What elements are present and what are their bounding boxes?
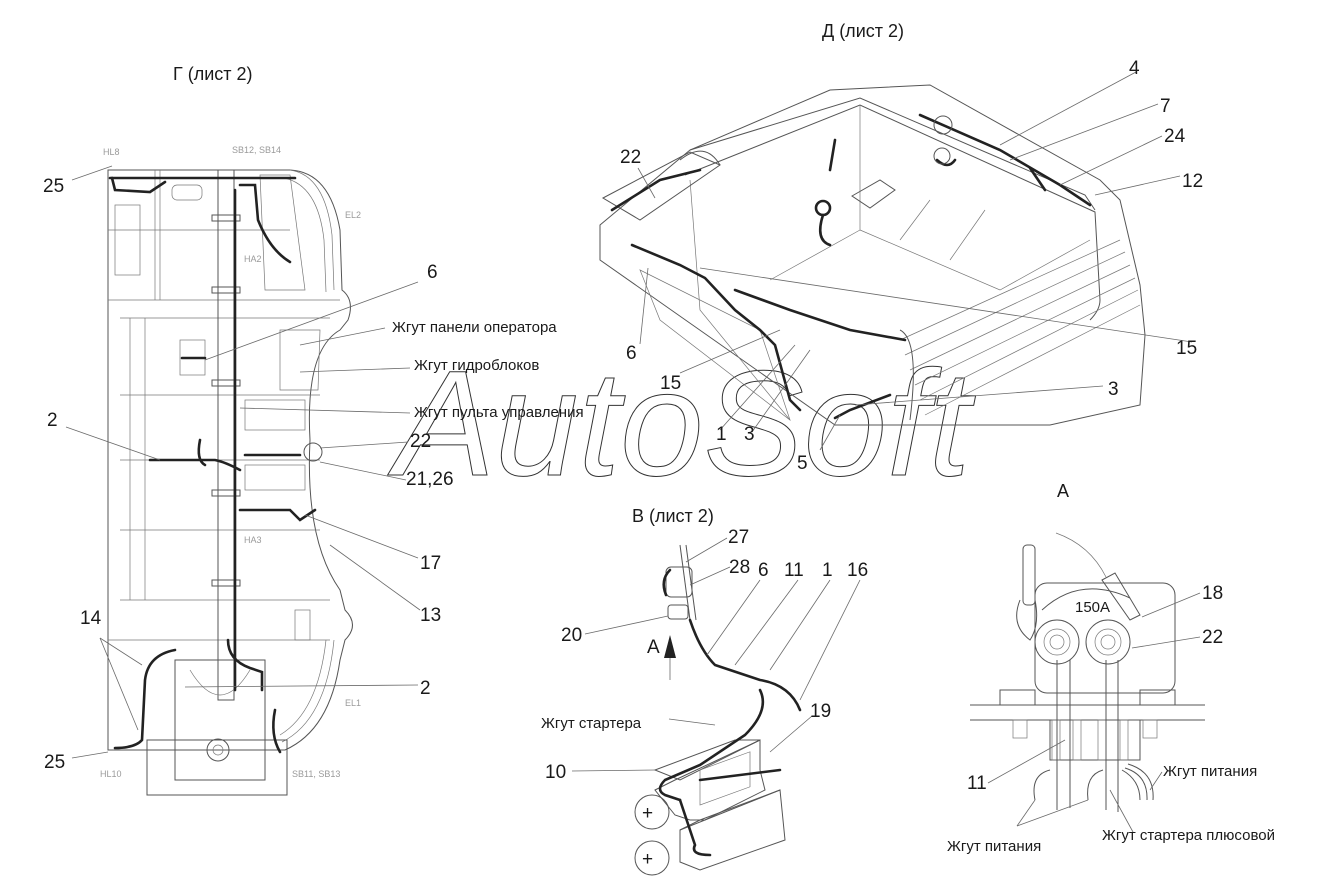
harness-label-hydro-blocks: Жгут гидроблоков — [414, 357, 539, 374]
callout-22: 22 — [410, 431, 431, 452]
harness-label-starter-plus: Жгут стартера плюсовой — [1102, 827, 1275, 844]
harness-label-power-right: Жгут питания — [1163, 763, 1257, 780]
callout-12: 12 — [1182, 171, 1203, 192]
small-label-sb12-sb14: SB12, SB14 — [232, 145, 281, 155]
view-v: В (лист 2) А — [541, 506, 868, 876]
fuse-rating: 150А — [1075, 599, 1110, 616]
view-g: Г (лист 2) — [43, 64, 584, 796]
harness-wires-d — [610, 113, 1092, 420]
callout-10: 10 — [545, 762, 566, 783]
callout-18: 18 — [1202, 583, 1223, 604]
view-a: А — [947, 481, 1275, 855]
callout-24: 24 — [1164, 126, 1186, 147]
leader-lines-d — [637, 71, 1193, 451]
view-g-title: Г (лист 2) — [173, 64, 253, 84]
small-label-ha3: HA3 — [244, 535, 262, 545]
harness-wires-v — [658, 568, 802, 857]
view-marker-a: А — [647, 637, 660, 658]
harness-label-power-left: Жгут питания — [947, 838, 1041, 855]
callout-22-a: 22 — [1202, 627, 1223, 648]
harness-label-operator-panel: Жгут панели оператора — [392, 319, 557, 336]
callout-4: 4 — [1129, 58, 1140, 79]
small-label-sb11-sb13: SB11, SB13 — [292, 769, 340, 779]
view-v-title: В (лист 2) — [632, 506, 714, 526]
callout-15-right: 15 — [1176, 338, 1197, 359]
callout-3-d-right: 3 — [1108, 379, 1119, 400]
small-label-el1: EL1 — [345, 698, 361, 708]
callout-5: 5 — [797, 453, 808, 474]
callout-11-a: 11 — [967, 773, 987, 794]
callout-6-v: 6 — [758, 560, 769, 581]
small-label-hl8: HL8 — [103, 147, 120, 157]
callout-2-right: 2 — [420, 678, 431, 699]
callout-2-left: 2 — [47, 410, 58, 431]
leader-lines-a — [987, 592, 1201, 833]
callout-16: 16 — [847, 560, 868, 581]
battery-drawing — [634, 544, 786, 876]
callout-20: 20 — [561, 625, 582, 646]
leader-lines-g — [65, 165, 421, 759]
callout-15-left: 15 — [660, 373, 681, 394]
view-a-arrow: А — [647, 635, 676, 680]
callout-6-d: 6 — [626, 343, 637, 364]
harness-label-control-console: Жгут пульта управления — [414, 404, 584, 421]
callout-25-bottom: 25 — [44, 752, 65, 773]
watermark: AutoSoft — [387, 339, 976, 507]
small-label-el2: EL2 — [345, 210, 361, 220]
harness-label-starter: Жгут стартера — [541, 715, 642, 732]
view-d-title: Д (лист 2) — [822, 21, 904, 41]
plus-sign-lower: + — [642, 849, 653, 870]
harness-wires-g — [108, 176, 317, 754]
plus-sign-upper: + — [642, 803, 653, 824]
view-d: Д (лист 2) — [599, 21, 1203, 474]
fuse-block-drawing — [970, 532, 1205, 812]
view-a-title: А — [1057, 481, 1069, 501]
callout-17: 17 — [420, 553, 441, 574]
callout-19: 19 — [810, 701, 831, 722]
callout-14: 14 — [80, 608, 102, 629]
callout-11-v: 11 — [784, 560, 804, 581]
small-label-hl10: HL10 — [100, 769, 122, 779]
callout-21-26: 21,26 — [406, 469, 454, 490]
callout-28: 28 — [729, 557, 750, 578]
callout-3-d-left: 3 — [744, 424, 755, 445]
leader-lines-v — [571, 537, 861, 772]
callout-7: 7 — [1160, 96, 1171, 117]
callout-1-v: 1 — [822, 560, 833, 581]
callout-1-d: 1 — [716, 424, 727, 445]
callout-6: 6 — [427, 262, 438, 283]
callout-25-top: 25 — [43, 176, 64, 197]
callout-13: 13 — [420, 605, 441, 626]
callout-27: 27 — [728, 527, 749, 548]
small-label-ha2: HA2 — [244, 254, 262, 264]
callout-22-d: 22 — [620, 147, 641, 168]
